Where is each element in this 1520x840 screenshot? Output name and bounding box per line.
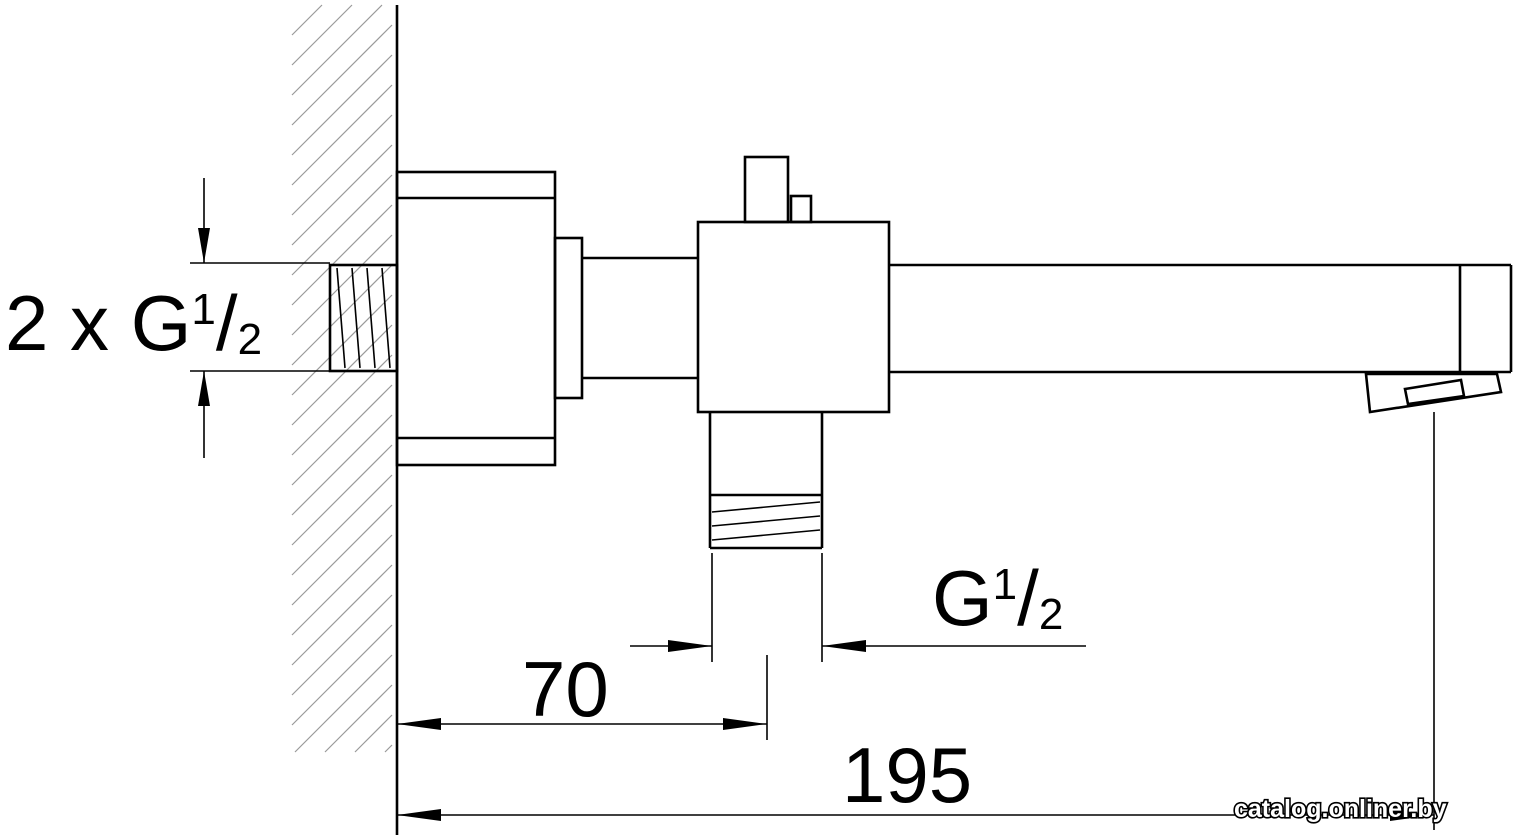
spout [889,263,1513,374]
arrow-left-icon [397,809,441,821]
outlet-stem [708,412,824,550]
outlet-thread-dimension [630,553,1086,662]
arrow-right-icon [668,640,712,652]
hatch-line [291,4,353,66]
arrow-left-icon [397,718,441,730]
inlet-thread-dimension [190,178,330,458]
hatch-line [354,714,393,753]
hatch-line [291,414,393,516]
dimension-70 [397,655,768,740]
dimension-70-label: 70 [522,645,609,733]
wall-hatching [291,4,393,753]
hatch-line [291,234,393,336]
hatch-line [291,114,393,216]
valve-body [696,220,891,414]
hatch-line [291,4,383,96]
hatch-line [291,504,393,606]
hatch-line [291,594,393,696]
hatch-line [291,444,393,546]
hatch-line [291,564,393,666]
hatch-line [291,4,323,36]
hatch-line [291,54,393,156]
hatch-line [291,84,393,186]
inlet-thread-label: 2 x G1/2 [5,279,262,367]
arrow-right-icon [723,718,767,730]
wall-flange [395,170,557,467]
hatch-line [291,24,393,126]
dimension-195-label: 195 [842,731,972,819]
hatch-line [291,204,393,306]
arrow-up-icon [198,371,210,406]
outlet-thread-label: G1/2 [932,554,1063,642]
watermark: catalog.onliner.by [1234,795,1447,823]
hatch-line [291,624,393,726]
hatch-line [291,174,393,276]
arrow-down-icon [198,228,210,263]
hatch-line [294,654,393,753]
hatch-line [291,264,393,366]
dimension-195 [397,412,1435,830]
hatch-line [291,534,393,636]
hatch-line [291,294,393,396]
arrow-right-icon [1390,809,1434,821]
hatch-line [291,324,393,426]
hatch-line [291,144,393,246]
diverter-knob [743,155,813,224]
inlet-thread [328,263,399,373]
hatch-line [324,684,393,753]
hatch-line [384,744,393,753]
connecting-pipe [582,256,698,380]
spout-aerator [1364,372,1503,414]
hatch-line [291,474,393,576]
flange-collar [553,236,584,400]
arrow-left-icon [822,640,866,652]
hatch-line [291,384,393,486]
